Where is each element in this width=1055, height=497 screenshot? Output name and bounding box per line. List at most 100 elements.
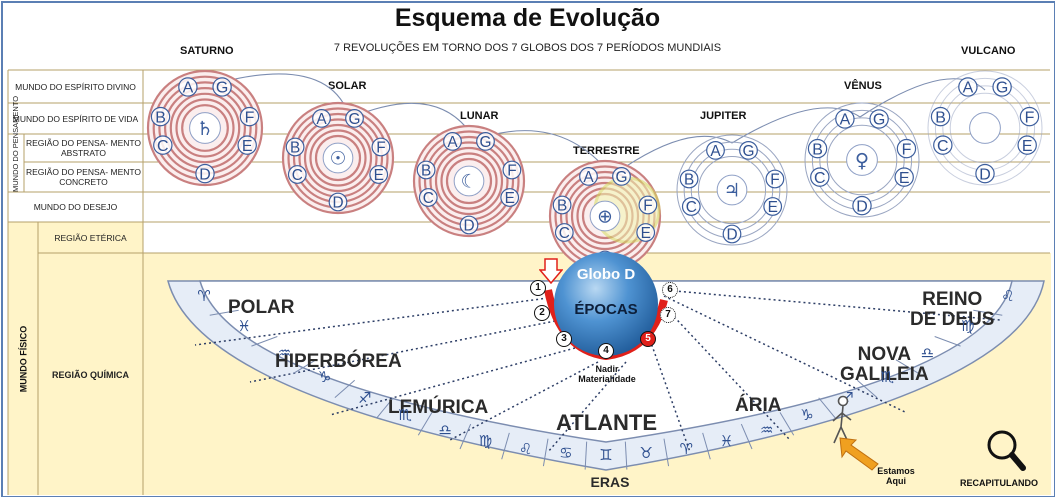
globe-d-title: Globo D [576,266,636,283]
globe-letter-G: G [873,112,885,129]
globe-letter-C: C [157,138,169,155]
zodiac-sign-13-icon: ♓ [719,431,734,450]
label-column-physical [8,222,143,495]
epoch-reino-line2: DE DEUS [910,309,995,330]
globe-letter-E: E [899,170,910,187]
globe-letter-F: F [902,141,912,158]
epoch-aria: ÁRIA [735,395,782,416]
period-lunar: LUNAR [460,110,499,122]
globe-letter-C: C [686,199,697,216]
page-title: Esquema de Evolução [394,4,661,32]
row-espirito-divino: MUNDO DO ESPÍRITO DIVINO [15,81,136,92]
globe-letter-C: C [814,170,826,187]
estamos-line1: Estamos [877,466,915,476]
planet-symbol-jupiter-icon: ♃ [724,181,741,202]
planet-symbol-saturno-icon: ♄ [196,117,213,140]
globe-letter-G: G [616,169,628,186]
period-vulcano: VULCANO [961,45,1016,57]
page-subtitle: 7 REVOLUÇÕES EM TORNO DOS 7 GLOBOS DOS 7… [333,42,722,54]
zodiac-sign-4-icon: ♐ [358,388,372,407]
zodiac-sign-10-icon: ♊ [599,446,613,464]
zodiac-sign-17-icon: ♏ [880,368,895,387]
nadir-line2: Materialidade [578,374,636,384]
epoch-reino-line1: REINO [922,289,983,310]
row-desejo: MUNDO DO DESEJO [33,202,118,212]
down-arrow-icon [539,258,563,284]
globe-letter-F: F [507,163,516,180]
globe-letter-D: D [726,227,737,244]
zodiac-sign-9-icon: ♋ [559,444,573,463]
nadir-label: Nadir Materialidade [567,364,647,384]
planet-symbol-venus-icon: ♀ [855,149,869,172]
globe-letter-E: E [374,167,384,184]
globe-letter-F: F [643,198,652,215]
row-pensa-concreto: REGIÃO DO PENSA- MENTO CONCRETO [25,167,142,187]
globe-letter-A: A [316,111,327,128]
globe-letter-F: F [1025,109,1035,126]
globe-letter-E: E [641,225,651,242]
globe-letter-A: A [963,80,974,97]
zodiac-sign-12-icon: ♈ [679,439,694,458]
globe-letter-C: C [937,138,949,155]
globe-letter-B: B [935,109,946,126]
magnifier-icon [987,430,1026,471]
globe-letter-G: G [216,80,228,97]
globe-letter-A: A [710,143,721,160]
epoch-polar: POLAR [228,297,295,318]
recapitulando-label: RECAPITULANDO [960,478,1038,488]
zodiac-sign-0-icon: ♈ [197,287,211,306]
period-solar: SOLAR [328,80,367,92]
globe-letter-F: F [376,140,385,157]
epoch-reino-de-deus: REINO DE DEUS [910,290,994,330]
row-quimica: REGIÃO QUÍMICA [51,370,129,380]
globe-letter-A: A [183,80,194,97]
estamos-line2: Aqui [886,476,906,486]
zodiac-sign-2-icon: ♒ [277,344,292,363]
eras-label: ERAS [590,474,630,490]
globe-letter-G: G [996,80,1008,97]
globe-letter-A: A [583,169,594,186]
globe-letter-E: E [505,190,515,207]
globe-letter-C: C [559,225,570,242]
zodiac-sign-1-icon: ♓ [237,317,251,336]
planet-symbol-terrestre-icon: ⊕ [597,207,613,228]
globe-letter-A: A [840,112,851,129]
epoch-lemurica: LEMÚRICA [388,397,489,418]
walking-figure-icon [832,395,852,444]
zodiac-sign-19-icon: ♍ [960,317,975,336]
estamos-aqui-label: Estamos Aqui [868,466,924,486]
globe-letter-E: E [768,199,778,216]
row-pensa-abstrato: REGIÃO DO PENSA- MENTO ABSTRATO [25,138,142,158]
globe-letter-C: C [292,167,303,184]
nadir-line1: Nadir [595,364,619,374]
zodiac-sign-11-icon: ♉ [639,444,653,463]
globe-d [554,252,658,356]
globe-letter-G: G [743,143,755,160]
wheel-inner [199,280,1013,443]
globe-letter-D: D [463,218,474,235]
zodiac-sign-3-icon: ♑ [317,368,332,387]
zodiac-sign-14-icon: ♒ [760,420,774,439]
period-venus: VÊNUS [844,80,882,92]
globe-letter-D: D [856,198,868,215]
zodiac-sign-15-icon: ♑ [800,406,814,425]
epoch-nova-line1: NOVA [857,344,912,365]
globe-letter-B: B [290,140,300,157]
planet-symbol-solar-icon: ☉ [330,149,347,170]
globe-letter-D: D [199,166,211,183]
here-arrow-icon [839,437,879,471]
globe-letter-F: F [770,172,779,189]
globe-letter-D: D [979,166,991,183]
epoch-nova-line2: GALILEIA [840,364,929,385]
globe-letter-B: B [421,163,431,180]
globe-letter-C: C [423,190,434,207]
zodiac-sign-20-icon: ♌ [1001,287,1015,306]
epoch-number-4: 4 [598,343,614,359]
